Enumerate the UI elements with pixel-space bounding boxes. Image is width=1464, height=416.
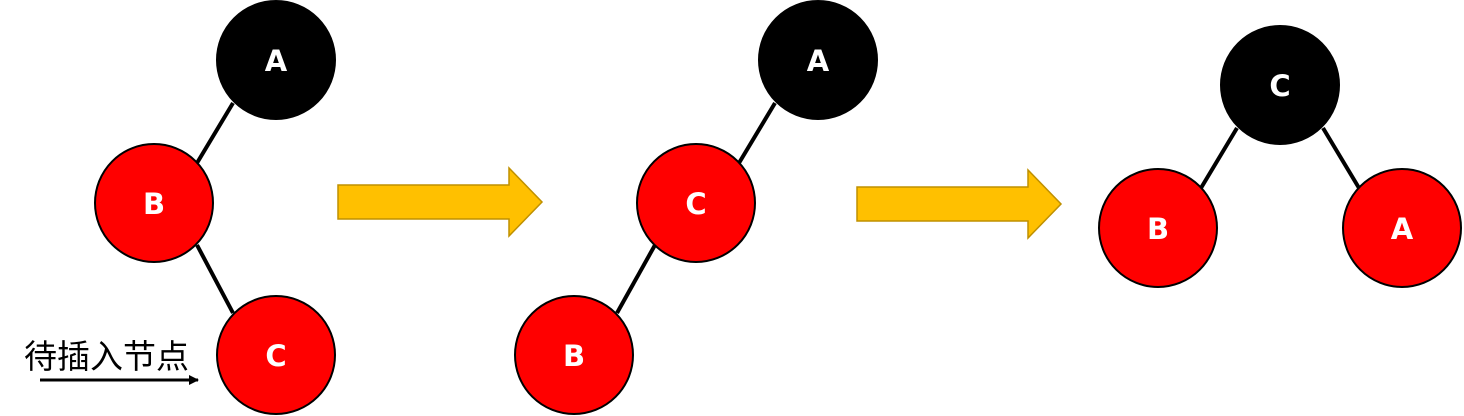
stage-2-edge-a-c <box>737 101 777 165</box>
node-circle <box>216 0 336 120</box>
stage-3-node-a: A <box>1342 168 1462 288</box>
node-label: C <box>265 339 286 373</box>
stage-2: A C B <box>514 0 878 415</box>
stage-2-edge-c-b <box>615 244 657 314</box>
node-label: B <box>563 339 585 373</box>
transition-arrow-2 <box>856 168 1063 240</box>
stage-3-node-c: C <box>1220 25 1340 145</box>
stage-3-edge-c-a <box>1321 126 1361 190</box>
stage-3-edge-c-b <box>1199 126 1239 190</box>
stage-3: C B A <box>1098 25 1462 288</box>
node-label: B <box>143 187 165 221</box>
stage-1: A B C 待插入节点 <box>24 0 336 415</box>
stage-1-node-c: C <box>216 295 336 415</box>
node-circle <box>514 295 634 415</box>
node-label: A <box>265 44 288 78</box>
node-label: C <box>1269 69 1290 103</box>
node-circle <box>216 295 336 415</box>
node-label: A <box>807 44 830 78</box>
node-label: C <box>685 187 706 221</box>
node-label: A <box>1391 212 1414 246</box>
stage-2-node-b: B <box>514 295 634 415</box>
stage-2-node-c: C <box>636 143 756 263</box>
stage-1-edge-b-c <box>195 244 235 314</box>
pointer-label: 待插入节点 <box>24 337 189 376</box>
node-circle <box>1342 168 1462 288</box>
node-circle <box>758 0 878 120</box>
transition-arrow-1 <box>337 166 544 238</box>
stage-1-edge-a-b <box>195 101 235 165</box>
stage-1-node-a: A <box>216 0 336 120</box>
node-label: B <box>1147 212 1169 246</box>
stage-3-node-b: B <box>1098 168 1218 288</box>
node-circle <box>1220 25 1340 145</box>
stage-2-node-a: A <box>758 0 878 120</box>
node-circle <box>636 143 756 263</box>
stage-1-node-b: B <box>94 143 214 263</box>
node-circle <box>1098 168 1218 288</box>
node-circle <box>94 143 214 263</box>
